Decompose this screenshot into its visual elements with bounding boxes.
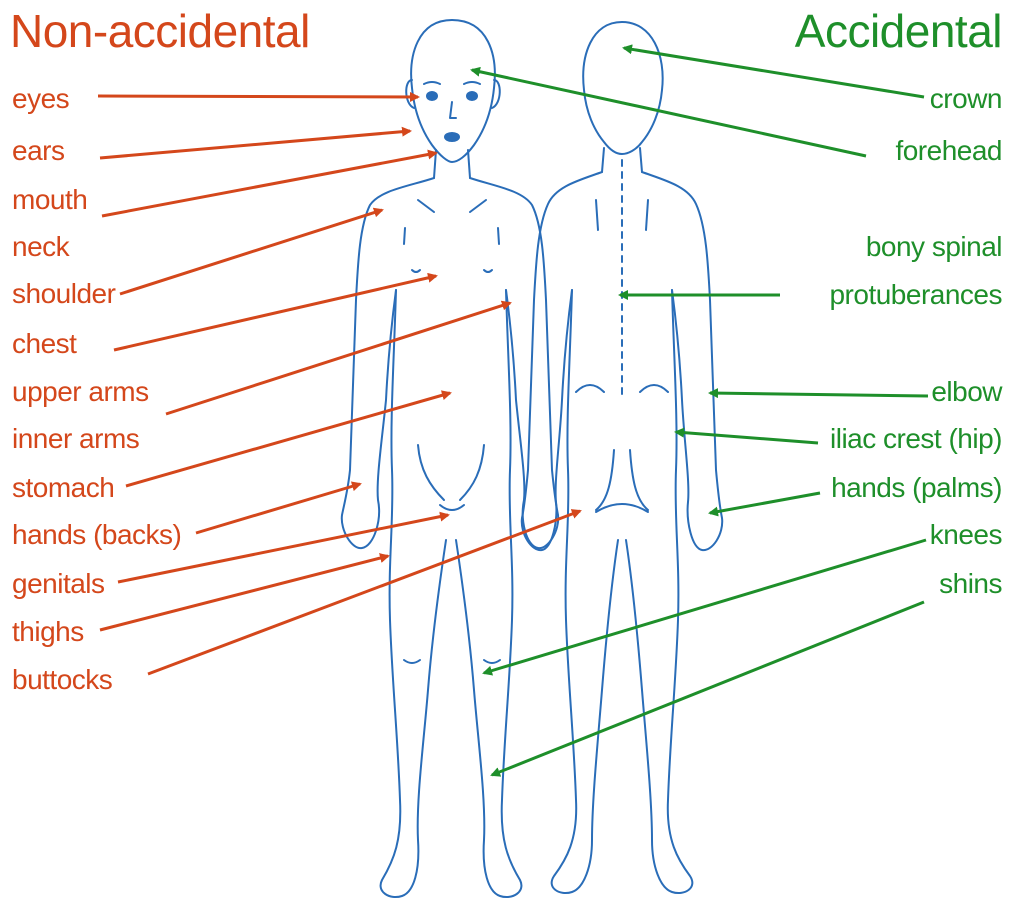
arrow-knees [484, 540, 926, 673]
label-genitals: genitals [12, 570, 105, 598]
non-accidental-heading: Non-accidental [10, 8, 310, 54]
label-eyes: eyes [12, 85, 69, 113]
front-body-outline-icon [342, 20, 558, 897]
arrow-mouth [102, 153, 436, 216]
label-stomach: stomach [12, 474, 114, 502]
arrow-shins [492, 602, 924, 775]
arrow-neck [120, 210, 382, 294]
label-knees: knees [930, 521, 1002, 549]
label-protuberances: protuberances [829, 281, 1002, 309]
arrow-genitals [148, 511, 580, 674]
label-ears: ears [12, 137, 64, 165]
arrow-chest [166, 303, 510, 414]
label-upper-arms: upper arms [12, 378, 149, 406]
label-forehead: forehead [895, 137, 1002, 165]
label-elbow: elbow [931, 378, 1002, 406]
label-neck: neck [12, 233, 69, 261]
arrow-ears [100, 131, 410, 158]
arrow-eyes [98, 96, 418, 97]
label-iliac-crest: iliac crest (hip) [830, 425, 1002, 453]
arrow-elbow [710, 393, 928, 396]
label-chest: chest [12, 330, 76, 358]
label-inner-arms: inner arms [12, 425, 139, 453]
label-shins: shins [939, 570, 1002, 598]
label-shoulder: shoulder [12, 280, 115, 308]
label-thighs: thighs [12, 618, 84, 646]
label-bony-spinal: bony spinal [866, 233, 1002, 261]
label-buttocks: buttocks [12, 666, 112, 694]
accidental-arrows [472, 48, 928, 775]
arrow-hands-palms [710, 493, 820, 513]
label-hands-palms: hands (palms) [831, 474, 1002, 502]
label-crown: crown [930, 85, 1002, 113]
arrow-shoulder [114, 276, 436, 350]
arrow-iliac-crest [676, 432, 818, 443]
arrow-upper-arms [126, 393, 450, 486]
arrow-hands-backs [100, 556, 388, 630]
label-hands-backs: hands (backs) [12, 521, 181, 549]
accidental-heading: Accidental [795, 8, 1002, 54]
label-mouth: mouth [12, 186, 87, 214]
arrow-inner-arms [196, 484, 360, 533]
non-accidental-arrows [98, 96, 580, 674]
arrow-forehead [472, 70, 866, 156]
